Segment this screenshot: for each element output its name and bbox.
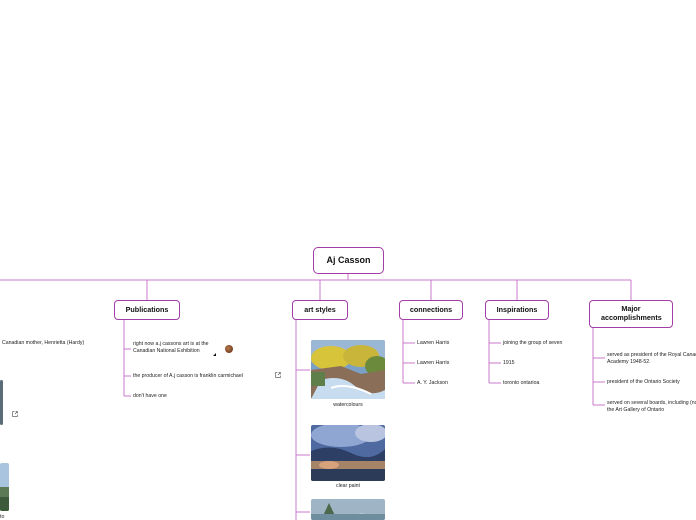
- branch-major-title: Major accomplishments: [601, 305, 661, 322]
- inspirations-item-1[interactable]: joining the group of seven: [503, 340, 562, 347]
- left-image-1: [0, 380, 3, 425]
- branch-publications-title: Publications: [126, 306, 169, 315]
- art-style-caption-2: clear paint: [311, 483, 385, 489]
- major-item-3[interactable]: served on several boards, including (now…: [607, 400, 696, 414]
- expand-corner-icon[interactable]: [213, 353, 216, 356]
- watercolour-painting-image: [311, 340, 385, 399]
- left-image-2: [0, 463, 9, 511]
- branch-major-accomplishments[interactable]: Major accomplishments: [589, 300, 673, 328]
- left-item-1[interactable]: Canadian mother, Henrietta (Hardy): [2, 340, 84, 347]
- third-painting-image: [311, 499, 385, 520]
- branch-inspirations-title: Inspirations: [497, 306, 538, 315]
- inspirations-item-2[interactable]: 1915: [503, 360, 515, 367]
- publications-item-3[interactable]: don't have one: [133, 393, 167, 400]
- connections-item-1[interactable]: Lawren Harris: [417, 340, 449, 347]
- external-link-icon[interactable]: [12, 411, 18, 417]
- branch-connections-title: connections: [410, 306, 452, 315]
- left-item-2[interactable]: to: [0, 514, 4, 520]
- root-title: Aj Casson: [326, 255, 370, 266]
- clear-paint-painting-image: [311, 425, 385, 481]
- major-item-1[interactable]: served as president of the Royal Canadia…: [607, 352, 696, 366]
- external-link-icon[interactable]: [275, 372, 281, 378]
- branch-inspirations[interactable]: Inspirations: [485, 300, 549, 320]
- connections-item-3[interactable]: A. Y. Jackson: [417, 380, 448, 387]
- avatar-icon: [225, 345, 233, 353]
- branch-art-styles[interactable]: art styles: [292, 300, 348, 320]
- branch-connections[interactable]: connections: [399, 300, 463, 320]
- branch-publications[interactable]: Publications: [114, 300, 180, 320]
- major-item-2[interactable]: president of the Ontario Society: [607, 379, 680, 386]
- publications-item-2[interactable]: the producer of A.j casson is franklin c…: [133, 373, 243, 380]
- inspirations-item-3[interactable]: toronto ontarioa: [503, 380, 539, 387]
- connections-item-2[interactable]: Lawren Harris: [417, 360, 449, 367]
- art-style-caption-1: watercolours: [311, 402, 385, 408]
- branch-art-styles-title: art styles: [304, 306, 336, 315]
- publications-item-1[interactable]: right now a.j cassons art is at the Cana…: [133, 341, 221, 355]
- root-node[interactable]: Aj Casson: [313, 247, 384, 274]
